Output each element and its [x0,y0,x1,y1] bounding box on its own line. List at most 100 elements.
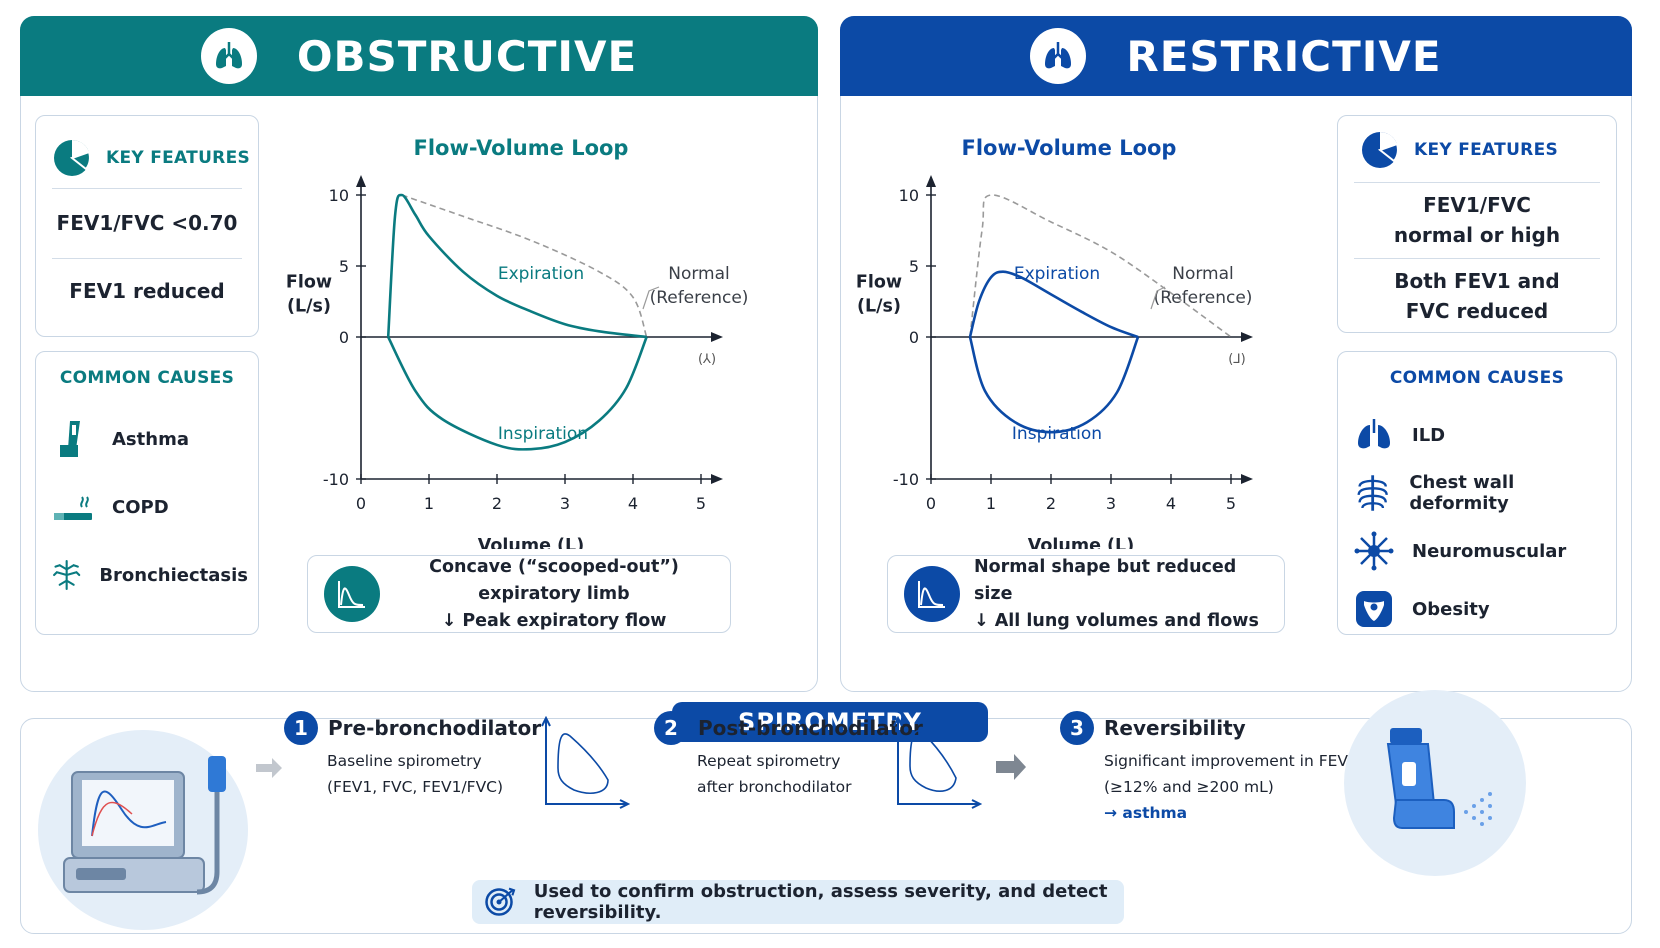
obstructive-panel: OBSTRUCTIVE KEY FEATURES FEV1/FVC <0.70 … [20,16,818,692]
chart-title: Flow-Volume Loop [962,136,1177,160]
step-3-header: 3 Reversibility [1060,711,1246,745]
pie-chart-icon [54,139,91,176]
x-tick-label: 2 [1046,494,1056,513]
lungs-icon [200,28,257,84]
cigarette-icon [54,496,92,520]
x-tick-label: 3 [1106,494,1116,513]
step-1-title: Pre-bronchodilator [328,716,542,740]
y-axis-label: (L/s) [287,296,331,316]
x-axis-label: Volume (L) [1028,536,1134,549]
divider [52,258,242,259]
step-2-header: 2 Post-bronchodilator [654,711,923,745]
y-tick-label: 10 [899,186,919,205]
y-axis-label: Flow [286,272,332,292]
step-2-description: Repeat spirometry after bronchodilator [697,752,852,796]
x-tick-label: 1 [986,494,996,513]
cause-bronchiectasis: Bronchiectasis [52,550,248,600]
step-2-number: 2 [654,711,688,745]
obstructive-causes-card: COMMON CAUSES Asthma COPD Bronchiectasis [35,351,259,635]
divider [1354,182,1600,183]
normal-label: Normal [668,264,730,284]
inhaler-icon [1386,728,1492,829]
restrictive-key-features-card: KEY FEATURES FEV1/FVC normal or high Bot… [1337,115,1617,333]
common-causes-title: COMMON CAUSES [1389,368,1565,388]
x-axis-arrow [1241,474,1253,484]
series-expiration [968,270,1139,339]
y-tick-label: 5 [339,257,349,276]
normal-leader-line [1150,286,1166,310]
cause-copd: COPD [52,482,248,532]
feature-both-reduced: Both FEV1 and FVC reduced [1394,269,1560,323]
step-3-description: Significant improvement in FEV1 (≥12% an… [1104,752,1358,822]
y-axis-arrow [356,175,366,187]
lungs-icon [1358,419,1390,449]
y-tick-label: 0 [909,328,919,347]
bronchi-icon [53,559,81,591]
x-unit-mark: (⅄) [698,352,716,367]
step-3-number: 3 [1060,711,1094,745]
inspiration-label: Inspiration [1012,424,1102,444]
series-inspiration [968,336,1140,434]
x-tick-label: 0 [926,494,936,513]
y-axis-label: (L/s) [857,296,901,316]
series-normal-reference [401,194,648,338]
feature-fev1-reduced: FEV1 reduced [69,279,225,303]
spirometry-footer-note: Used to confirm obstruction, assess seve… [472,880,1124,924]
reference-label: (Reference) [1154,288,1253,308]
pie-chart-icon [1362,131,1399,168]
y-axis-label: Flow [856,272,902,292]
divider [1354,258,1600,259]
ribcage-icon [1357,475,1388,511]
cause-neuromuscular: Neuromuscular [1354,526,1606,576]
neuron-icon [1354,531,1394,571]
chart-title: Flow-Volume Loop [414,136,629,160]
expiration-label: Expiration [1014,264,1100,284]
x-tick-label: 5 [696,494,706,513]
series-expiration [386,193,647,339]
y-tick-label: -10 [323,470,349,489]
key-features-title: KEY FEATURES [106,148,251,168]
step-1-description: Baseline spirometry (FEV1, FVC, FEV1/FVC… [327,752,504,796]
cause-asthma: Asthma [52,414,248,464]
mini-loop-post-icon [893,716,982,809]
x-tick-label: 1 [424,494,434,513]
x-tick-label: 4 [628,494,638,513]
restrictive-note: Normal shape but reduced size ↓ All lung… [887,555,1285,633]
reference-label: (Reference) [650,288,749,308]
normal-label: Normal [1172,264,1234,284]
inhaler-icon [60,421,80,457]
restrictive-causes-card: COMMON CAUSES ILD Chest wall deformity N… [1337,351,1617,635]
x-tick-label: 3 [560,494,570,513]
spirometer-icon [63,756,226,895]
expiration-label: Expiration [498,264,584,284]
step-3-title: Reversibility [1104,716,1246,740]
series-inspiration [387,336,648,451]
y-tick-label: 10 [329,186,349,205]
obstructive-note-line2: ↓ Peak expiratory flow [441,610,667,631]
zero-line-arrow [1241,332,1253,342]
step-1-number: 1 [284,711,318,745]
restrictive-title: RESTRICTIVE [1126,31,1442,81]
mini-loop-pre-icon [541,716,630,809]
spirometry-badge: SPIROMETRY [672,702,988,742]
lungs-icon [1030,28,1087,84]
x-axis-label: Volume (L) [478,536,584,549]
restrictive-header: RESTRICTIVE [840,16,1632,96]
obstructive-header: OBSTRUCTIVE [20,16,818,96]
obstructive-note-line1: Concave (“scooped-out”) expiratory limb [429,556,679,604]
feature-ratio-normal: FEV1/FVC normal or high [1393,193,1561,247]
y-tick-label: 5 [909,257,919,276]
common-causes-title: COMMON CAUSES [59,368,235,388]
step-1-header: 1 Pre-bronchodilator [284,711,541,745]
x-tick-label: 4 [1166,494,1176,513]
x-tick-label: 0 [356,494,366,513]
cause-chest-wall-deformity: Chest wall deformity [1354,468,1606,518]
footer-text: Used to confirm obstruction, assess seve… [533,881,1108,923]
x-tick-label: 2 [492,494,502,513]
target-icon [485,887,516,916]
feature-fev1-fvc: FEV1/FVC <0.70 [56,211,238,235]
key-features-title: KEY FEATURES [1414,140,1559,160]
restrictive-note-line1: Normal shape but reduced size [974,556,1237,604]
